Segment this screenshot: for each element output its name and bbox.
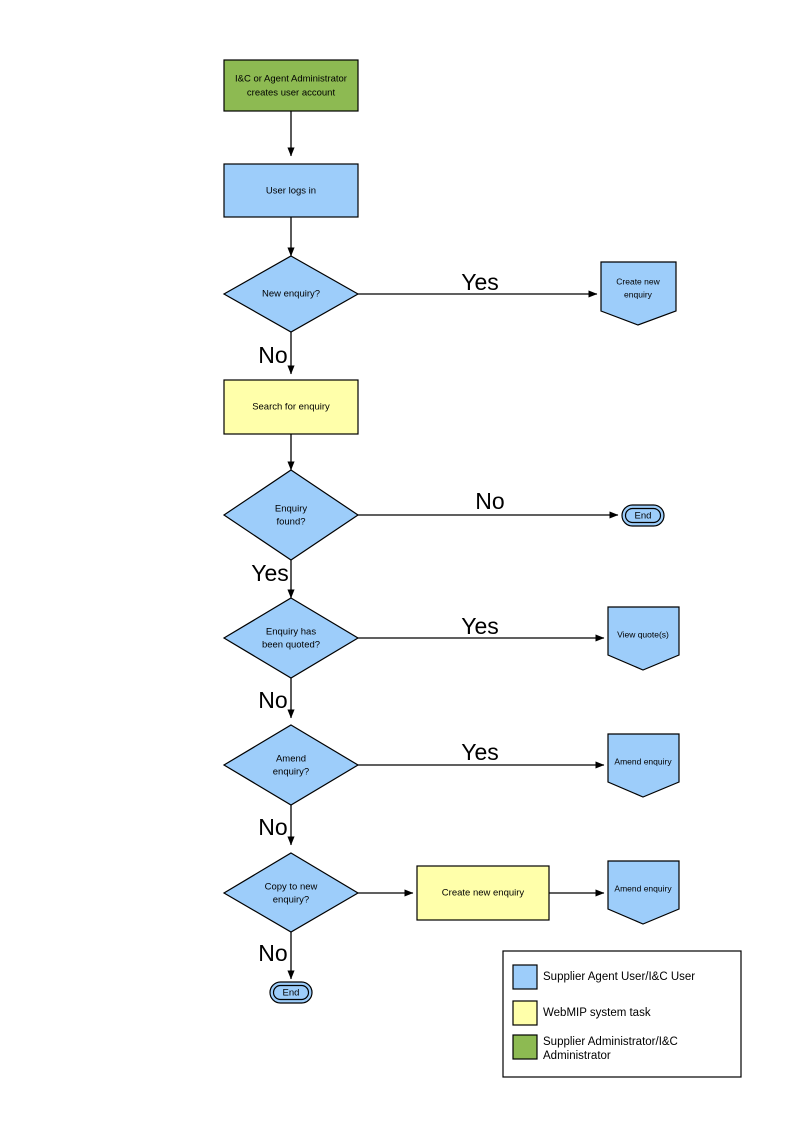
- enquiry-quoted-label-line2: been quoted?: [262, 640, 320, 651]
- amend-enquiry-action-2-label: Amend enquiry: [614, 883, 672, 893]
- amend-enquiry-action-label: Amend enquiry: [614, 756, 672, 766]
- enquiry-found-label-line2: found?: [276, 517, 305, 528]
- node-search-for-enquiry[interactable]: Search for enquiry: [223, 379, 359, 435]
- legend-swatch-green: [512, 1034, 538, 1060]
- node-view-quotes[interactable]: View quote(s): [607, 606, 680, 671]
- amend-enquiry-action-pentagon[interactable]: [607, 733, 680, 798]
- node-amend-enquiry-decision[interactable]: Amend enquiry?: [222, 724, 360, 806]
- edge-label-new-enquiry-yes: Yes: [461, 269, 499, 295]
- legend-item-webmip-system-task: WebMIP system task: [512, 1000, 651, 1026]
- enquiry-found-label-line1: Enquiry: [275, 504, 307, 515]
- new-enquiry-diamond[interactable]: [222, 255, 360, 333]
- amend-enquiry-action-2-pentagon[interactable]: [607, 860, 680, 925]
- edge-label-amend-yes: Yes: [461, 739, 499, 765]
- legend-label-supplier-administrator-line1: Supplier Administrator/I&C: [543, 1036, 678, 1048]
- view-quotes-pentagon[interactable]: [607, 606, 680, 671]
- legend-swatch-yellow: [512, 1000, 538, 1026]
- node-create-account[interactable]: I&C or Agent Administrator creates user …: [223, 59, 359, 112]
- amend-enquiry-diamond[interactable]: [222, 724, 360, 806]
- search-for-enquiry-label: Search for enquiry: [252, 402, 330, 413]
- end-right-outer-pill[interactable]: [621, 504, 665, 527]
- legend-label-supplier-agent-user: Supplier Agent User/I&C User: [543, 971, 695, 983]
- copy-to-new-label-line2: enquiry?: [273, 895, 309, 906]
- legend-item-supplier-administrator: Supplier Administrator/I&C Administrator: [512, 1034, 678, 1062]
- node-create-new-enquiry-bottom[interactable]: Create new enquiry: [416, 865, 550, 921]
- create-account-box[interactable]: [223, 59, 359, 112]
- connector-layer: [287, 111, 619, 980]
- copy-to-new-diamond[interactable]: [222, 852, 360, 933]
- node-amend-enquiry-action-2[interactable]: Amend enquiry: [607, 860, 680, 925]
- node-end-bottom[interactable]: End: [269, 981, 313, 1004]
- end-right-label: End: [635, 511, 652, 522]
- legend-label-webmip-system-task: WebMIP system task: [543, 1007, 651, 1019]
- legend-item-supplier-agent-user: Supplier Agent User/I&C User: [512, 964, 695, 990]
- create-new-enquiry-top-label-line2: enquiry: [624, 289, 653, 299]
- enquiry-quoted-label-line1: Enquiry has: [266, 627, 316, 638]
- user-logs-in-box[interactable]: [223, 163, 359, 218]
- edge-label-copy-no: No: [258, 940, 287, 966]
- new-enquiry-label: New enquiry?: [262, 289, 320, 300]
- enquiry-quoted-diamond[interactable]: [222, 597, 360, 679]
- view-quotes-label: View quote(s): [617, 629, 669, 639]
- create-new-enquiry-top-label-line1: Create new: [616, 276, 660, 286]
- node-end-right[interactable]: End: [621, 504, 665, 527]
- search-for-enquiry-box[interactable]: [223, 379, 359, 435]
- user-logs-in-label: User logs in: [266, 186, 316, 197]
- copy-to-new-label-line1: Copy to new: [265, 882, 318, 893]
- end-bottom-label: End: [283, 988, 300, 999]
- node-copy-to-new-decision[interactable]: Copy to new enquiry?: [222, 852, 360, 933]
- end-bottom-inner-pill: [272, 984, 310, 1001]
- node-new-enquiry-decision[interactable]: New enquiry?: [222, 255, 360, 333]
- node-create-new-enquiry-top[interactable]: Create new enquiry: [600, 261, 677, 326]
- end-right-inner-pill: [624, 507, 662, 524]
- legend-frame: [502, 950, 742, 1078]
- legend-label-supplier-administrator-line2: Administrator: [543, 1050, 611, 1062]
- amend-enquiry-label-line2: enquiry?: [273, 767, 309, 778]
- edge-label-amend-no: No: [258, 814, 287, 840]
- edge-label-quoted-yes: Yes: [461, 613, 499, 639]
- create-new-enquiry-top-pentagon[interactable]: [600, 261, 677, 326]
- create-new-enquiry-bottom-box[interactable]: [416, 865, 550, 921]
- edge-label-enquiry-found-yes: Yes: [251, 560, 289, 586]
- node-user-logs-in[interactable]: User logs in: [223, 163, 359, 218]
- amend-enquiry-label-line1: Amend: [276, 754, 306, 765]
- edge-label-new-enquiry-no: No: [258, 342, 287, 368]
- edge-label-layer: Yes No No Yes Yes No Yes No No: [251, 269, 504, 966]
- node-amend-enquiry-action[interactable]: Amend enquiry: [607, 733, 680, 798]
- edge-label-quoted-no: No: [258, 687, 287, 713]
- create-account-label-line2: creates user account: [247, 88, 336, 99]
- node-enquiry-quoted-decision[interactable]: Enquiry has been quoted?: [222, 597, 360, 679]
- enquiry-found-diamond[interactable]: [222, 469, 360, 561]
- create-account-label-line1: I&C or Agent Administrator: [235, 74, 347, 85]
- node-enquiry-found-decision[interactable]: Enquiry found?: [222, 469, 360, 561]
- edge-label-enquiry-found-no: No: [475, 488, 504, 514]
- legend: Supplier Agent User/I&C User WebMIP syst…: [502, 950, 742, 1078]
- create-new-enquiry-bottom-label: Create new enquiry: [442, 888, 525, 899]
- legend-swatch-blue: [512, 964, 538, 990]
- end-bottom-outer-pill[interactable]: [269, 981, 313, 1004]
